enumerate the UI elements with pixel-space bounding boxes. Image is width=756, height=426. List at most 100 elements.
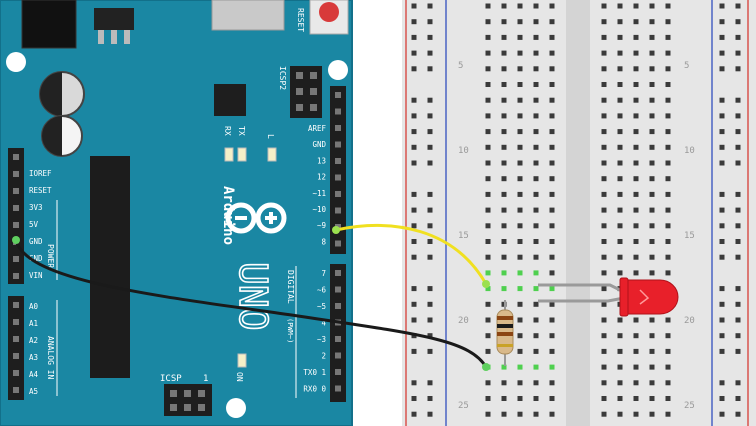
breadboard-hole [649,82,655,87]
breadboard-hole [501,207,507,213]
breadboard-hole [735,144,741,150]
breadboard-hole [633,3,639,9]
breadboard-hole [633,364,639,370]
header-pin-hole [13,222,19,228]
breadboard-hole [533,176,539,182]
breadboard-hole [427,301,433,307]
resistor[interactable] [496,300,514,366]
breadboard-hole [501,254,507,260]
breadboard-hole [517,348,523,354]
power-pin-label: IOREF [29,169,52,178]
breadboard-hole [533,333,539,339]
breadboard-hole [411,239,417,244]
breadboard-hole [601,239,607,244]
breadboard-hole [719,3,725,9]
breadboard-hole [411,160,417,166]
breadboard-hole [533,19,539,25]
red-led[interactable] [619,277,679,317]
digital-pin-label: 12 [317,173,326,182]
breadboard-hole [549,396,555,401]
breadboard-hole [649,50,655,56]
breadboard-hole [485,191,491,197]
breadboard-hole [485,207,491,213]
breadboard-hole [411,254,417,260]
breadboard-hole [485,254,491,260]
analog-pin-label: A4 [29,370,39,379]
breadboard-hole [517,270,523,276]
breadboard-hole [533,144,539,150]
digital-pin-label: ~10 [312,205,326,214]
breadboard-hole [633,97,639,103]
digital-pin-label: 4 [321,319,326,328]
breadboard-hole [665,66,671,72]
breadboard-row-number: 10 [458,146,469,156]
breadboard-hole [735,97,741,103]
digital-pin-label: RX0 0 [303,385,326,394]
breadboard-hole [427,191,433,197]
breadboard-hole [517,207,523,213]
breadboard-hole [549,97,555,103]
breadboard-hole [633,239,639,244]
breadboard-hole [665,82,671,87]
breadboard-hole [617,254,623,260]
breadboard-hole [601,19,607,25]
breadboard-hole [665,50,671,56]
header-pin-hole [13,171,19,177]
breadboard-hole [735,301,741,307]
breadboard-hole [617,411,623,417]
breadboard-hole [665,129,671,135]
breadboard-hole [735,113,741,119]
breadboard-hole [719,286,725,292]
breadboard-hole [649,97,655,103]
breadboard-hole [411,301,417,307]
yellow-wire[interactable] [335,224,488,285]
breadboard-hole [427,333,433,339]
breadboard-hole [735,50,741,56]
breadboard-hole [601,286,607,292]
breadboard-hole [411,19,417,25]
breadboard-hole [617,270,623,276]
breadboard-hole [601,160,607,166]
breadboard-hole [549,113,555,119]
breadboard-hole [601,380,607,386]
breadboard-hole [485,317,491,323]
header-pin-hole [335,158,341,164]
breadboard-hole [485,82,491,87]
black-wire[interactable] [14,239,488,368]
yellow-wire-end-arduino [332,226,340,234]
breadboard-hole [665,239,671,244]
breadboard-hole [601,129,607,135]
breadboard-hole [617,396,623,401]
breadboard-hole [485,50,491,56]
breadboard-hole [549,254,555,260]
breadboard-hole [485,34,491,40]
capacitor-1-mark [40,72,62,116]
breadboard-hole [517,223,523,229]
icsp-pins [170,390,205,411]
breadboard-hole [665,113,671,119]
header-pin-hole [335,108,341,115]
breadboard-hole [617,66,623,72]
breadboard-hole [517,254,523,260]
breadboard-hole [601,364,607,370]
digital-pin-label: ~6 [317,286,327,295]
led-leads [538,283,625,303]
breadboard-hole [501,239,507,244]
breadboard-hole [601,333,607,339]
breadboard-hole [411,207,417,213]
breadboard-hole [427,286,433,292]
digital-header-top [330,86,346,254]
breadboard-hole [427,348,433,354]
arduino-logo-text: Arduino [220,186,236,245]
pwm-label: (PWM~) [286,318,294,343]
breadboard-hole [517,191,523,197]
breadboard-hole [617,129,623,135]
breadboard-hole [427,144,433,150]
breadboard-hole [617,97,623,103]
breadboard-hole [649,3,655,9]
breadboard-hole [485,301,491,307]
breadboard-hole [485,3,491,9]
reset-button[interactable] [319,2,339,22]
